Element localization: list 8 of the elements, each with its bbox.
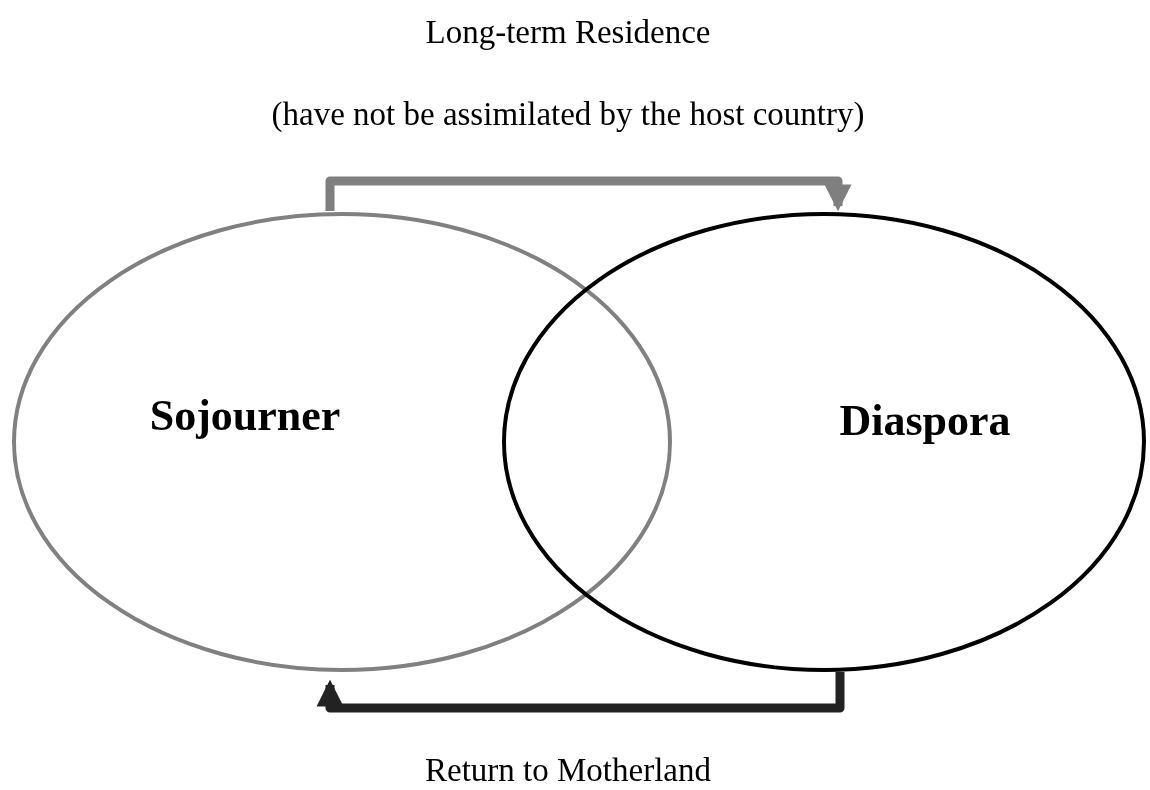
annotation-text: Long-term Residence (425, 14, 711, 51)
ellipse-node (12, 212, 672, 672)
node-label: Diaspora (839, 394, 1011, 446)
annotation-text: Return to Motherland (425, 752, 711, 789)
annotation-text: (have not be assimilated by the host country) (271, 96, 865, 133)
arrow (325, 176, 852, 212)
ellipse-node (502, 212, 1146, 672)
node-label: Sojourner (149, 389, 341, 441)
